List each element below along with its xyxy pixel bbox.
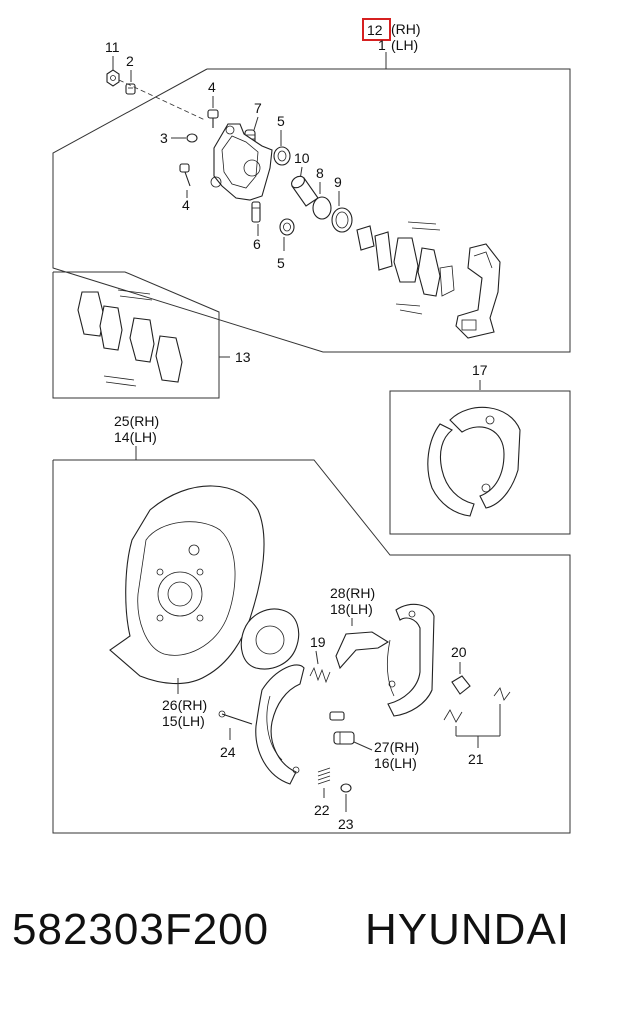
backing-plate-26 (109, 485, 265, 685)
boot-5-lower (279, 218, 295, 236)
label-28-rh: 28(RH) (330, 585, 375, 601)
label-10: 10 (294, 150, 310, 166)
hold-down-pin-24 (218, 710, 253, 725)
label-8: 8 (316, 165, 324, 181)
brake-pads-set (356, 221, 455, 315)
label-1: 1 (378, 37, 386, 53)
adjuster-27 (329, 711, 355, 745)
label-13: 13 (235, 349, 251, 365)
label-16-lh: 16(LH) (374, 755, 417, 771)
guide-pin-6 (251, 201, 261, 223)
hub-gasket (240, 608, 300, 670)
label-5-lower: 5 (277, 255, 285, 271)
highlight-box (362, 18, 391, 41)
label-7: 7 (254, 100, 262, 116)
label-27-rh: 27(RH) (374, 739, 419, 755)
clip-20 (451, 675, 471, 695)
label-14-lh: 14(LH) (114, 429, 157, 445)
shoe-kit-frame (389, 390, 571, 535)
dust-boot-9 (331, 207, 353, 233)
label-4-lower: 4 (182, 197, 190, 213)
caliper-assembly-frame (52, 52, 571, 353)
part-number: 582303F200 (12, 905, 270, 954)
spring-19 (309, 666, 331, 684)
footer: 582303F200 HYUNDAI (0, 905, 620, 975)
seal-8 (312, 196, 332, 220)
boot-5-upper (273, 146, 291, 166)
strut-28 (335, 631, 390, 670)
bolt-11 (106, 69, 120, 87)
label-3: 3 (160, 130, 168, 146)
label-4-upper: 4 (208, 79, 216, 95)
label-12: 12 (367, 22, 383, 38)
label-2: 2 (126, 53, 134, 69)
parts-diagram: 12 (RH) 1 (LH) 11 2 4 3 7 5 (52, 18, 571, 834)
brand-name: HYUNDAI (365, 905, 571, 954)
label-1-lh: (LH) (391, 37, 418, 53)
label-23: 23 (338, 816, 354, 832)
label-25-rh: 25(RH) (114, 413, 159, 429)
caliper-housing (210, 123, 273, 201)
guide-bolt-4-lower (179, 163, 191, 187)
pad-kit-13 (77, 289, 183, 387)
brake-shoe-lower (255, 664, 305, 785)
label-21: 21 (468, 751, 484, 767)
brake-shoe-upper (386, 603, 435, 717)
caliper-carrier (455, 243, 501, 339)
cap-3 (186, 133, 198, 143)
label-11: 11 (105, 39, 120, 55)
piston-10 (291, 175, 319, 207)
label-17: 17 (472, 362, 488, 378)
parking-brake-frame (52, 459, 571, 834)
label-18-lh: 18(LH) (330, 601, 373, 617)
label-15-lh: 15(LH) (162, 713, 205, 729)
label-24: 24 (220, 744, 236, 760)
label-9: 9 (334, 174, 342, 190)
label-20: 20 (451, 644, 467, 660)
springs-21 (443, 687, 511, 748)
cup-23 (340, 783, 352, 793)
label-6: 6 (253, 236, 261, 252)
label-12-rh: (RH) (391, 21, 421, 37)
bleeder-screw-2 (125, 83, 136, 95)
label-19: 19 (310, 634, 326, 650)
label-26-rh: 26(RH) (162, 697, 207, 713)
spring-22 (317, 767, 331, 785)
brake-shoe-kit-17 (427, 406, 521, 517)
label-5-upper: 5 (277, 113, 285, 129)
pad-kit-frame (52, 271, 230, 399)
guide-bolt-4-upper (207, 109, 219, 128)
label-22: 22 (314, 802, 330, 818)
